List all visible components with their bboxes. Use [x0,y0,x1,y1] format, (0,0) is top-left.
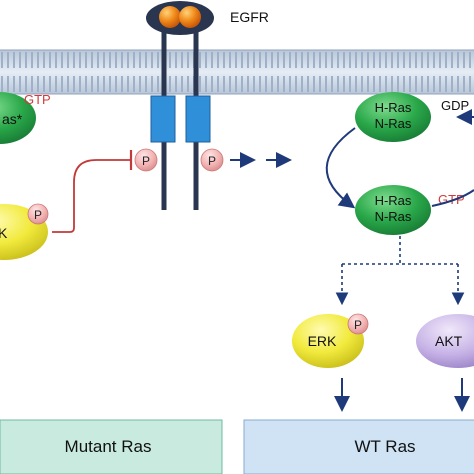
mutant-ras-gtp-label: GTP [24,92,51,107]
akt-label: AKT [435,333,463,349]
wt-ras-gtp-state: GTP [438,192,465,207]
ligand-dot-left [159,6,181,28]
egfr-receptor: EGFR [146,1,269,210]
wt-ras-gdp-node: H-Ras N-Ras GDP [355,92,469,142]
ligand-dot-right [179,6,201,28]
akt-node: AKT [416,314,474,368]
mutant-ras-node: as* GTP [0,92,51,144]
receptor-kinase-domain-right [185,95,211,143]
receptor-kinase-domain-left [150,95,176,143]
gtp-hydrolysis-line [431,189,474,207]
cell-membrane [0,49,474,95]
svg-text:P: P [142,154,150,168]
wt-ras-gdp-state: GDP [441,98,469,113]
wt-ras-gdp-line1: H-Ras [375,100,412,115]
svg-text:P: P [208,154,216,168]
wt-ras-gtp-line2: N-Ras [375,209,412,224]
svg-text:P: P [354,318,362,332]
inhibition-line [52,150,133,233]
mutant-ras-panel: Mutant Ras [0,419,223,474]
left-kinase-phospho [27,203,49,225]
mutant-ras-label: as* [2,111,23,127]
gdp-to-gtp-activation-arrow [325,127,356,209]
wt-ras-gtp-line1: H-Ras [375,193,412,208]
receptor-phospho-left: P [134,148,158,172]
wt-ras-gtp-node: H-Ras N-Ras GTP [355,185,465,235]
erk-label: ERK [308,333,337,349]
wt-ras-panel-label: WT Ras [354,437,415,456]
wt-ras-gdp-line2: N-Ras [375,116,412,131]
downstream-branch [335,236,465,306]
egfr-label: EGFR [230,9,269,25]
erk-phospho [347,313,369,335]
svg-text:P: P [34,208,42,222]
receptor-phospho-right: P [200,148,224,172]
left-kinase-label: K [0,225,8,241]
left-kinase-node: K P [0,203,49,260]
wt-ras-panel: WT Ras [243,419,474,474]
erk-node: ERK P [292,313,369,368]
mutant-ras-panel-label: Mutant Ras [65,437,152,456]
